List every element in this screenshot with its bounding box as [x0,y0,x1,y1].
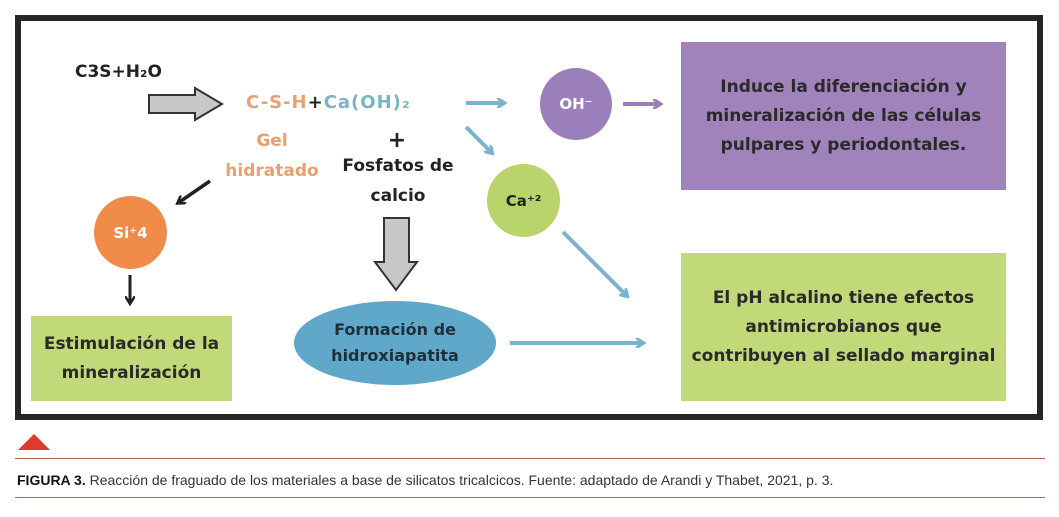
caption-rule-top [15,458,1045,459]
ca-circle: Ca⁺² [487,164,560,237]
green-effect-box-left: Estimulación de la mineralización [31,316,232,401]
hidratado-label: hidratado [225,161,319,181]
purple-effect-box: Induce la diferenciación y mineralizació… [681,42,1006,190]
reactants: C3S+H₂O [75,62,162,82]
arrow-to-si [178,179,211,203]
caption-text: Reacción de fraguado de los materiales a… [85,472,834,488]
si-circle: Si⁺4 [94,196,167,269]
csh: C-S-H [246,92,308,113]
red-triangle-icon [18,434,50,450]
plus: + [307,92,324,113]
block-arrow-right-icon [148,86,224,122]
gel-label: Gel [256,131,288,151]
block-arrow-down-icon [373,217,419,292]
caption-rule-bottom [15,497,1045,498]
arrow-ca-to-box [561,230,627,296]
equation: C-S-H+Ca(OH)₂ [246,92,411,113]
fosfatos-label: Fosfatos de [342,156,454,176]
oh-circle: OH⁻ [540,68,612,140]
caption-label: FIGURA 3. [17,472,86,488]
plus-sign: + [387,128,407,153]
green-effect-box-right: El pH alcalino tiene efectos antimicrobi… [681,253,1006,401]
caoh: Ca(OH)₂ [323,92,411,113]
hidroxiapatita-label: Formación de hidroxiapatita [331,320,459,365]
calcio-label: calcio [370,186,426,206]
arrow-to-ca [464,125,492,153]
caption: FIGURA 3. Reacción de fraguado de los ma… [17,472,833,488]
hidroxiapatita-ellipse [294,301,496,385]
